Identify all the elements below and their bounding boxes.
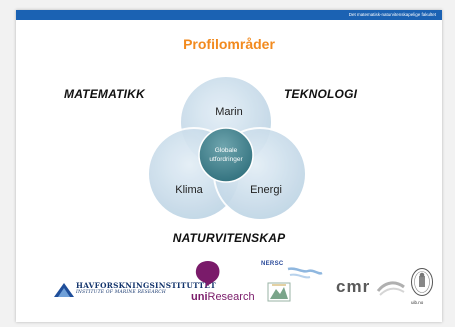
cmr-wordmark: cmr — [336, 277, 371, 296]
uni-prefix: uni — [191, 291, 208, 303]
uib-label: uib.no — [411, 300, 424, 305]
uib-logo: uib.no — [408, 267, 436, 311]
uni-suffix: Research — [207, 291, 255, 303]
havforskning-subtitle: INSTITUTE OF MARINE RESEARCH — [76, 290, 166, 295]
venn-center-line1: Globale — [215, 147, 238, 154]
keyword-naturvitenskap: NATURVITENSKAP — [172, 231, 286, 245]
uni-drop-icon — [195, 261, 220, 288]
fish-emblem-icon — [54, 283, 74, 297]
slide: Det matematisk-naturvitenskapelige fakul… — [16, 10, 442, 322]
venn-center-circle — [198, 127, 254, 183]
keyword-matematikk: MATEMATIKK — [64, 87, 145, 101]
cmr-logo: cmr — [332, 275, 405, 297]
uni-research-wordmark: uniResearch — [191, 291, 255, 303]
slide-title: Profilområder — [183, 36, 275, 52]
header-bar: Det matematisk-naturvitenskapelige fakul… — [16, 10, 442, 20]
havforskning-logo: HAVFORSKNINGSINSTITUTTET INSTITUTE OF MA… — [54, 281, 216, 299]
partner-logos: HAVFORSKNINGSINSTITUTTET INSTITUTE OF MA… — [16, 255, 442, 317]
venn-label-klima: Klima — [175, 184, 203, 196]
keyword-teknologi: TEKNOLOGI — [284, 87, 358, 101]
uni-research-logo: uniResearch — [191, 259, 255, 309]
venn-label-marin: Marin — [215, 106, 243, 118]
cmr-swoosh-icon — [376, 281, 405, 296]
nersc-logo: NERSC — [258, 261, 324, 305]
nersc-emblem-icon — [267, 267, 323, 302]
venn-center-line2: utfordringer — [209, 156, 243, 163]
uib-seal-icon — [411, 268, 433, 296]
havforskning-name: HAVFORSKNINGSINSTITUTTET — [76, 281, 216, 290]
venn-diagram: Marin Klima Energi Globale utfordringer — [147, 75, 307, 221]
faculty-label: Det matematisk-naturvitenskapelige fakul… — [348, 12, 436, 17]
nersc-label: NERSC — [261, 261, 284, 267]
venn-label-energi: Energi — [250, 184, 282, 196]
